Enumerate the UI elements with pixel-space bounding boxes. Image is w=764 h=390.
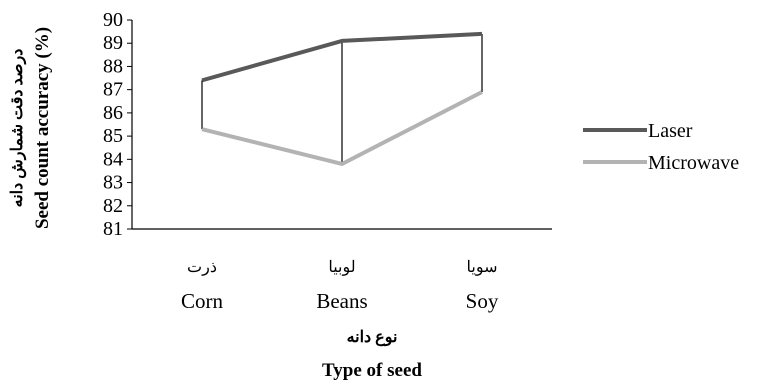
x-category-label-en: Soy xyxy=(466,289,499,313)
y-tick-label: 83 xyxy=(103,172,123,194)
y-tick-label: 90 xyxy=(103,9,123,31)
y-axis-title-fa: درصد دقت شمارش دانه xyxy=(9,49,27,208)
legend-label-laser: Laser xyxy=(648,120,693,142)
x-category-labels: ذرت Corn لوبیا Beans سویا Soy xyxy=(181,259,499,313)
x-category-label-fa: لوبیا xyxy=(328,259,355,276)
x-category-label-fa: ذرت xyxy=(187,259,217,276)
y-tick-label: 82 xyxy=(103,195,123,217)
x-category-label-fa: سویا xyxy=(467,259,498,276)
y-tick-label: 86 xyxy=(103,102,123,124)
y-tick-label: 84 xyxy=(103,148,123,170)
y-tick-label: 87 xyxy=(103,79,123,101)
series-lines xyxy=(201,31,483,166)
series-line-microwave xyxy=(201,90,483,166)
y-axis-title-en: Seed count accuracy (%) xyxy=(32,27,53,229)
y-tick-label: 85 xyxy=(103,125,123,147)
y-tick-label: 88 xyxy=(103,55,123,77)
axes xyxy=(131,20,552,230)
high-low-lines xyxy=(201,33,483,164)
series-line-laser xyxy=(201,31,483,83)
y-tick-label: 81 xyxy=(103,218,123,240)
x-axis-title-fa: نوع دانه xyxy=(347,329,398,347)
legend-label-microwave: Microwave xyxy=(648,152,739,174)
x-axis-title-en: Type of seed xyxy=(322,360,422,381)
x-category-label-en: Corn xyxy=(181,289,224,313)
x-category-label-en: Beans xyxy=(316,289,367,313)
y-tick-label: 89 xyxy=(103,32,123,54)
